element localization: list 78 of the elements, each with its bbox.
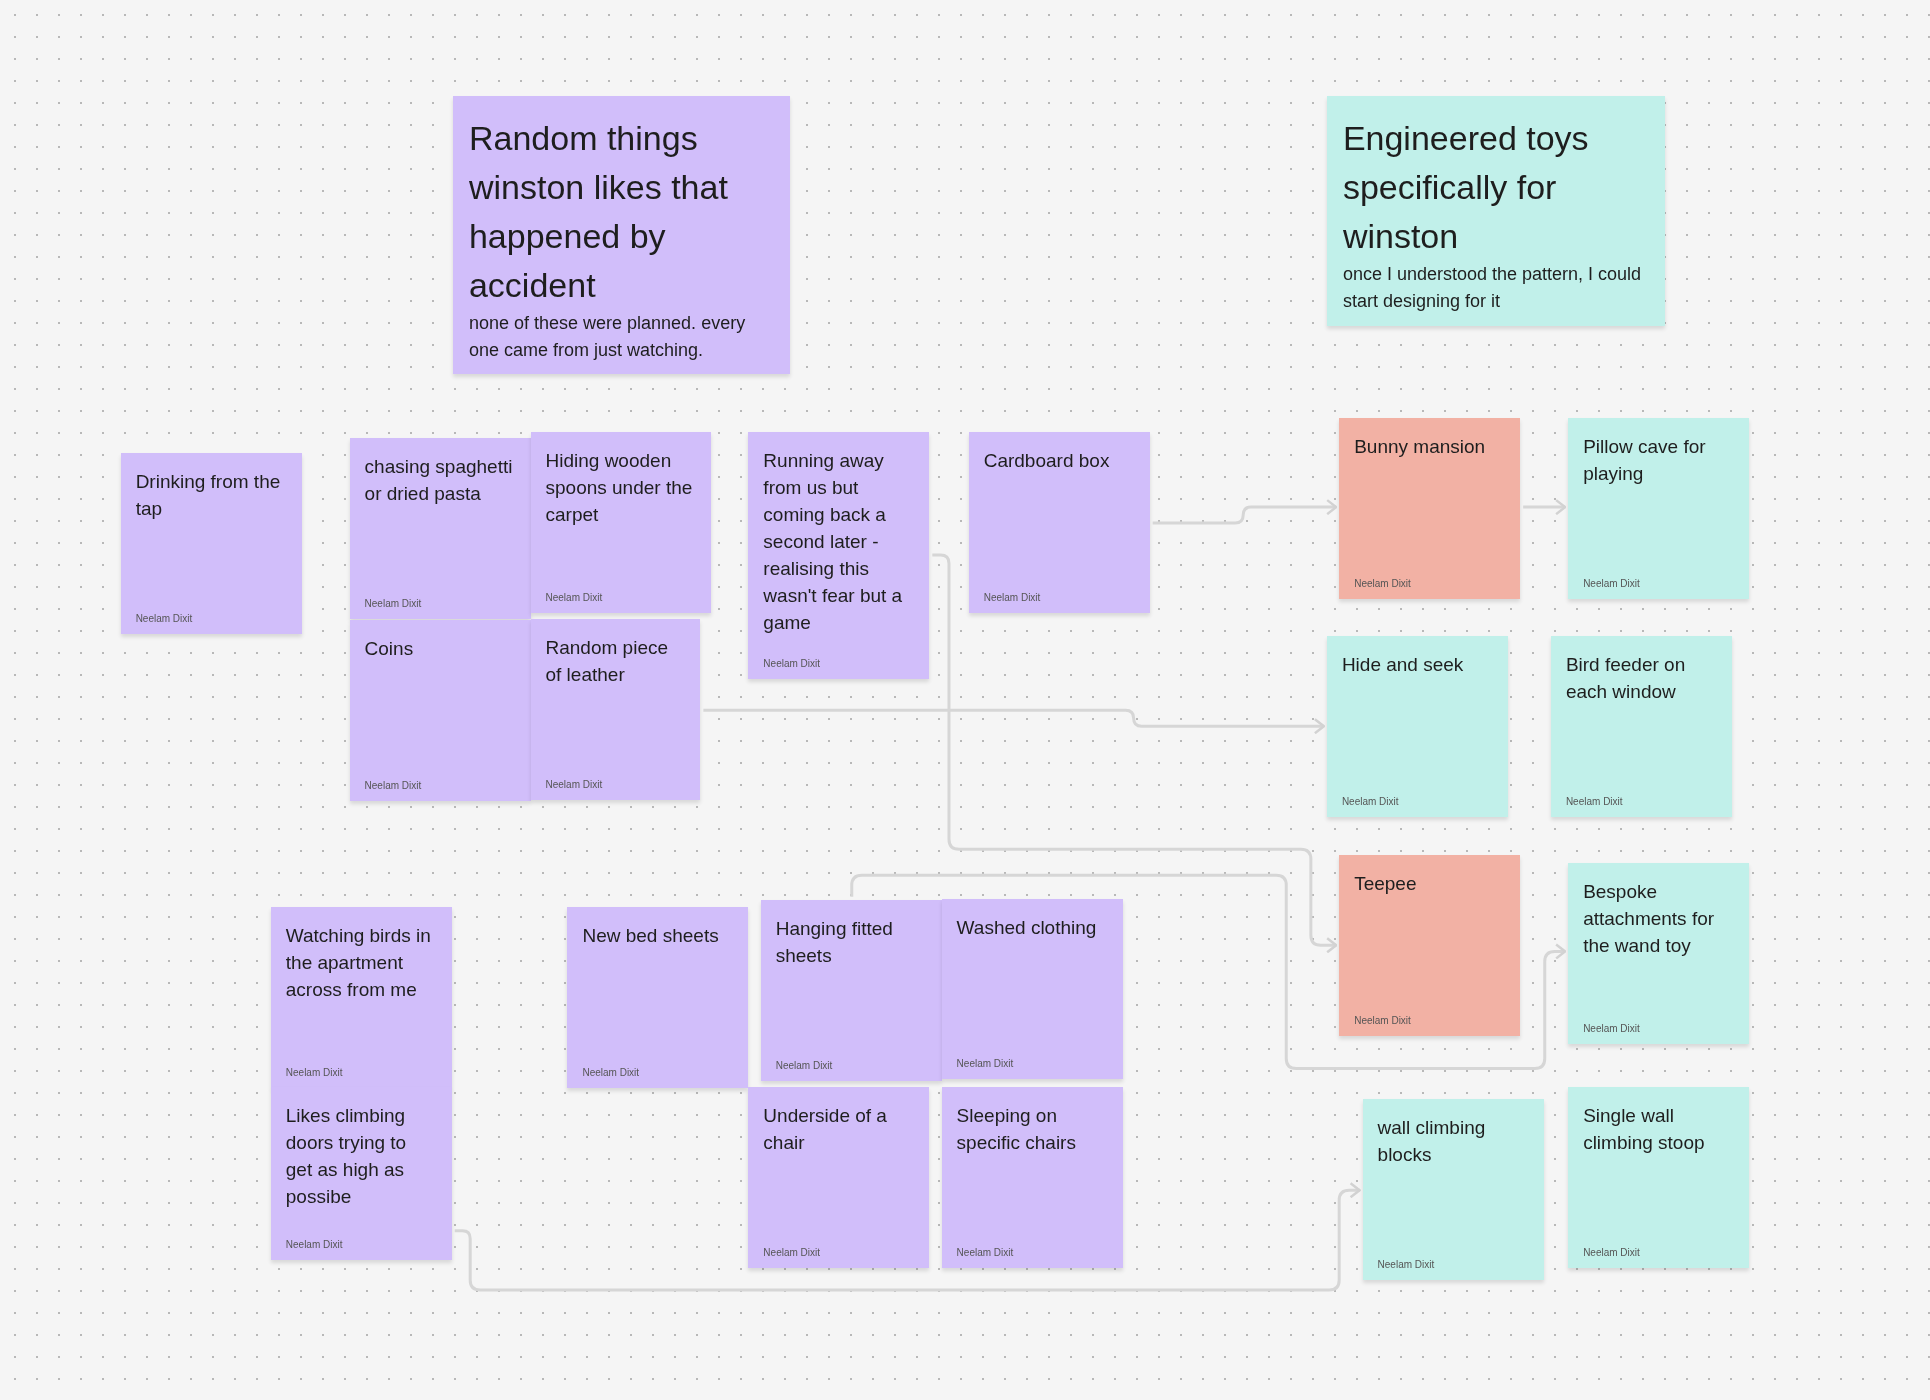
note-text: chasing spaghetti or dried pasta [364,455,514,507]
arrow [932,553,1338,954]
arrow [1152,498,1338,525]
sticky-note [270,1086,452,1261]
sticky-note [1326,636,1508,818]
note-text: Coins [364,637,415,662]
sticky-note [530,432,712,613]
note-text: Bunny mansion [1354,435,1487,460]
author-name: Neelam Dixit [285,1239,344,1251]
author-name: Neelam Dixit [1354,1015,1412,1027]
note-text: Random piece of leather [545,636,670,688]
author-name: Neelam Dixit [1341,796,1400,808]
author-name: Neelam Dixit [364,598,423,610]
sticky-note [567,907,749,1089]
arrow [454,1182,1361,1292]
arrow [1523,498,1567,516]
sticky-note [1568,418,1750,600]
note-text: Cardboard box [983,449,1111,474]
note-text: Teepee [1354,872,1418,897]
sticky-note [1362,1099,1544,1281]
note-text: wall climbing blocks [1377,1116,1487,1168]
note-text: Bird feeder on each window [1565,653,1687,705]
author-name: Neelam Dixit [956,1246,1015,1258]
author-name: Neelam Dixit [135,612,194,624]
sticky-note [349,620,531,802]
note-text: Likes climbing doors trying to get as high as possibe [285,1103,408,1209]
author-name: Neelam Dixit [545,779,604,791]
author-name: Neelam Dixit [582,1067,641,1079]
note-subtitle: none of these were planned. every one came from just watching. [468,312,747,362]
sticky-note [120,452,302,634]
note-text: Pillow cave for playing [1583,435,1707,487]
heading-note [452,96,791,375]
note-text: Washed clothing [956,915,1098,940]
sticky-note [1568,862,1750,1044]
sticky-note [748,432,930,680]
note-text: Drinking from the tap [135,469,282,521]
sticky-note [530,619,701,801]
note-text: Hanging fitted sheets [775,916,894,968]
sticky-note [1339,855,1521,1037]
author-name: Neelam Dixit [545,591,604,603]
sticky-note [760,899,942,1081]
author-name: Neelam Dixit [364,780,423,792]
note-text: New bed sheets [582,924,720,949]
sticky-note [1339,418,1521,600]
note-text: Watching birds in the apartment across from me [285,924,432,1003]
heading-note [1326,96,1666,327]
sticky-note [941,898,1123,1080]
sticky-note [1568,1086,1750,1268]
note-text: Single wall climbing stoop [1583,1103,1706,1155]
author-name: Neelam Dixit [1583,1022,1641,1034]
note-text: Bespoke attachments for the wand toy [1583,879,1716,958]
sticky-note [748,1086,930,1268]
author-name: Neelam Dixit [1565,796,1624,808]
sticky-note [968,432,1150,613]
author-name: Neelam Dixit [763,1246,822,1258]
sticky-note [941,1086,1123,1268]
sticky-note [270,907,452,1089]
author-name: Neelam Dixit [983,591,1042,603]
note-text: Sleeping on specific chairs [956,1103,1077,1155]
arrow [703,708,1326,735]
arrow [850,873,1567,1070]
note-text: Running away from us but coming back a second later - realising this wasn't fear but a game [763,449,904,636]
note-text: Underside of a chair [763,1103,888,1155]
author-name: Neelam Dixit [285,1067,344,1079]
sticky-note [349,438,531,620]
note-heading: Random things winston likes that happened by accident [468,118,729,306]
author-name: Neelam Dixit [775,1059,834,1071]
author-name: Neelam Dixit [1354,578,1412,590]
author-name: Neelam Dixit [763,658,822,670]
author-name: Neelam Dixit [1583,578,1641,590]
note-subtitle: once I understood the pattern, I could start designing for it [1342,263,1643,313]
note-text: Hide and seek [1341,653,1465,678]
note-text: Hiding wooden spoons under the carpet [545,449,694,528]
author-name: Neelam Dixit [1377,1259,1436,1271]
note-heading: Engineered toys specifically for winston [1342,118,1590,257]
sticky-note [1550,636,1732,818]
author-name: Neelam Dixit [1583,1246,1641,1258]
author-name: Neelam Dixit [956,1058,1015,1070]
